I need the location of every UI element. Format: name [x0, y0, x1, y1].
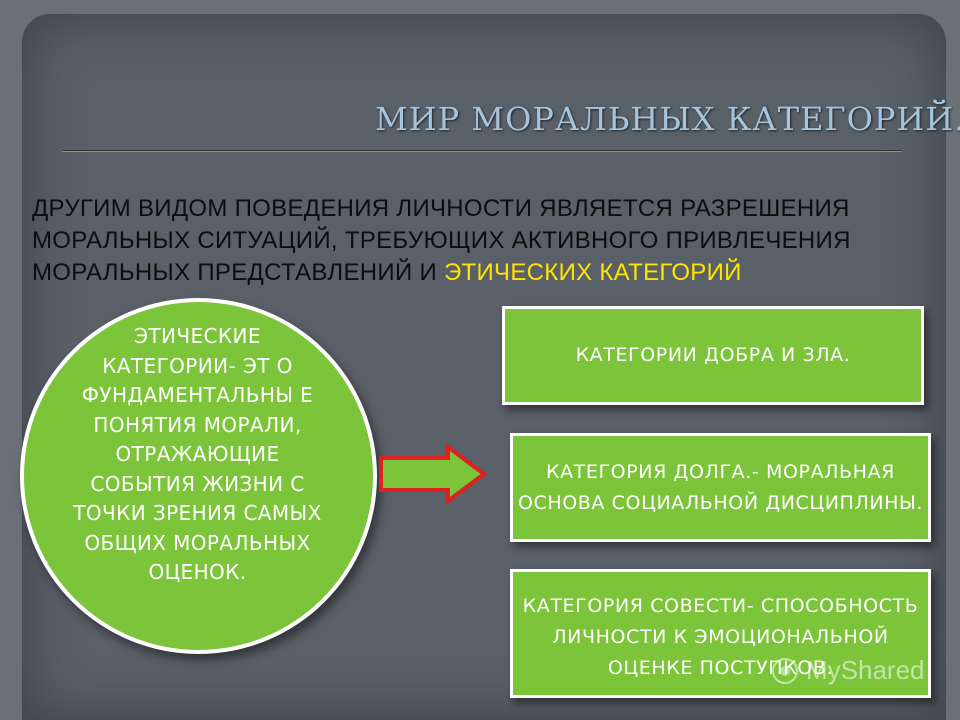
intro-paragraph: ДРУГИМ ВИДОМ ПОВЕДЕНИЯ ЛИЧНОСТИ ЯВЛЯЕТСЯ…: [32, 193, 932, 289]
definition-circle: [20, 298, 377, 654]
intro-text: ДРУГИМ ВИДОМ ПОВЕДЕНИЯ ЛИЧНОСТИ ЯВЛЯЕТСЯ…: [32, 195, 851, 286]
title-divider: [62, 150, 902, 152]
watermark-text: MyShared: [806, 655, 925, 685]
intro-highlight: ЭТИЧЕСКИХ КАТЕГОРИЙ: [444, 259, 742, 286]
category-box-good-evil: КАТЕГОРИИ ДОБРА И ЗЛА.: [502, 306, 924, 405]
myshared-logo-icon: [772, 657, 798, 684]
right-arrow-icon: [379, 444, 488, 504]
category-box-conscience: КАТЕГОРИЯ СОВЕСТИ- СПОСОБНОСТЬ ЛИЧНОСТИ …: [510, 569, 931, 698]
category-box-duty: КАТЕГОРИЯ ДОЛГА.- МОРАЛЬНАЯ ОСНОВА СОЦИА…: [510, 433, 931, 542]
category-box-duty-text: КАТЕГОРИЯ ДОЛГА.- МОРАЛЬНАЯ ОСНОВА СОЦИА…: [517, 460, 924, 514]
category-box-good-evil-text: КАТЕГОРИИ ДОБРА И ЗЛА.: [575, 344, 851, 366]
slide-title: МИР МОРАЛЬНЫХ КАТЕГОРИЙ.: [375, 100, 960, 138]
watermark: MyShared: [770, 655, 925, 686]
definition-circle-text: ЭТИЧЕСКИЕ КАТЕГОРИИ- ЭТ О ФУНДАМЕНТАЛЬНЫ…: [73, 324, 322, 584]
